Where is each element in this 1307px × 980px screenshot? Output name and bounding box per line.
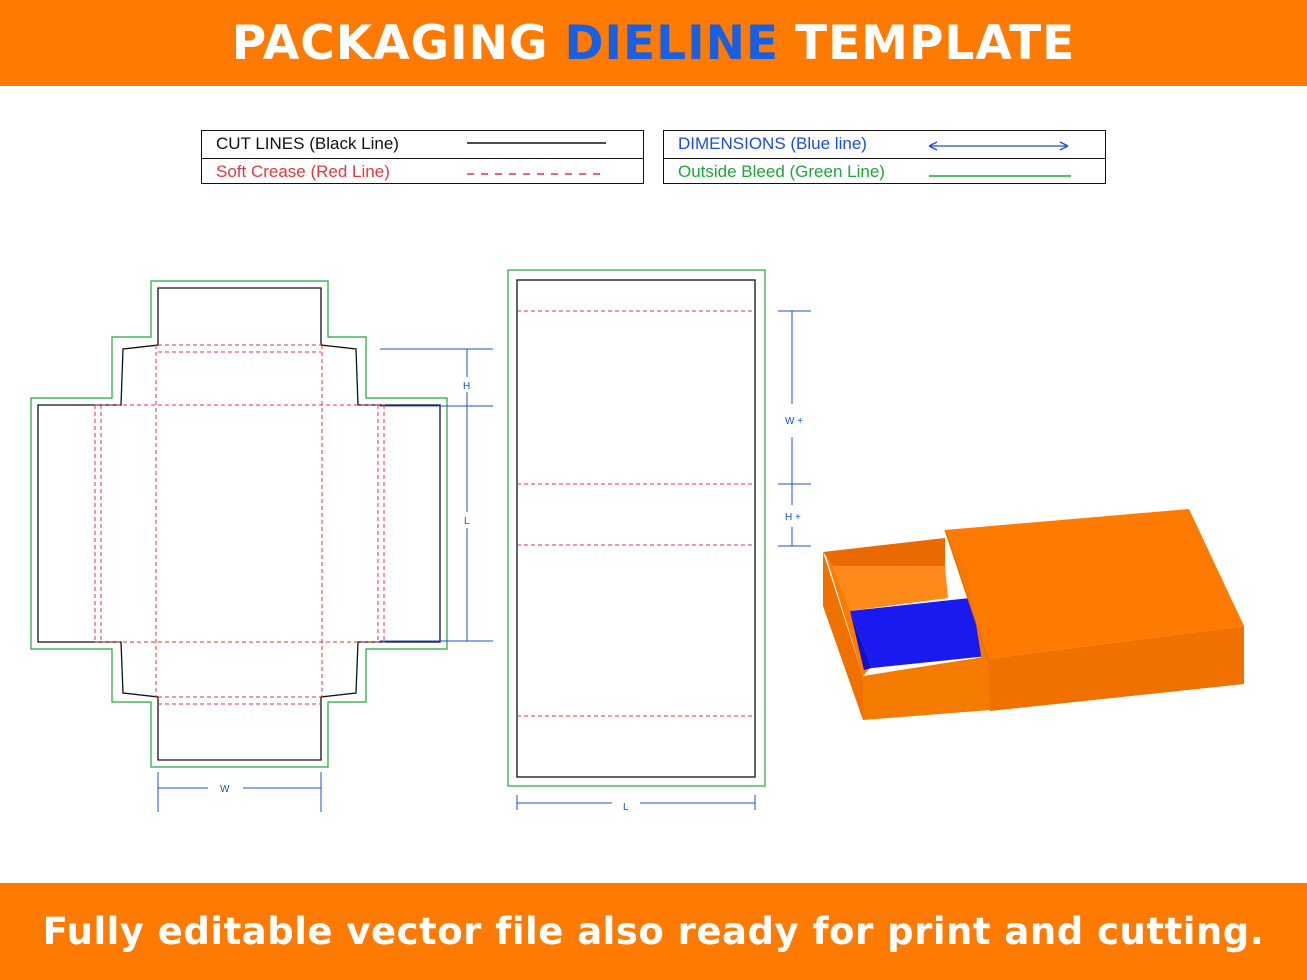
sleeve-cut-outline	[516, 279, 756, 778]
tray-wall-top	[833, 566, 948, 611]
legend-row-outside-bleed: Outside Bleed (Green Line)	[664, 158, 1105, 185]
box-mockup-3d	[823, 509, 1244, 720]
sleeve-dimensions	[516, 310, 811, 810]
legend-swatch-soft-crease	[467, 173, 606, 175]
sleeve-dieline	[507, 269, 766, 787]
tray-left-side	[823, 552, 863, 720]
legend-row-cut-lines: CUT LINES (Black Line)	[202, 131, 643, 158]
legend-swatch-cut-lines	[467, 142, 606, 144]
legend-swatch-dimensions	[928, 141, 1069, 151]
header-title-part1: PACKAGING	[231, 15, 549, 71]
footer-banner: Fully editable vector file also ready fo…	[0, 883, 1307, 980]
sleeve-front	[988, 626, 1244, 711]
sleeve-bleed-outline	[507, 269, 766, 787]
tray-height-label: H	[463, 381, 470, 392]
legend-label-soft-crease: Soft Crease (Red Line)	[216, 162, 390, 181]
sleeve-height-label: H +	[785, 512, 801, 523]
tray-front-wall	[863, 656, 990, 720]
sleeve-width-label: W +	[785, 416, 803, 427]
legend-box-right: DIMENSIONS (Blue line) Outside Bleed (Gr…	[663, 130, 1106, 184]
tray-inner-bottom-shade	[850, 611, 872, 670]
sleeve-top	[945, 509, 1244, 659]
legend-box-left: CUT LINES (Black Line) Soft Crease (Red …	[201, 130, 644, 184]
tray-cut-outline	[37, 287, 441, 761]
header-title-highlight: DIELINE	[564, 15, 780, 71]
footer-text: Fully editable vector file also ready fo…	[42, 910, 1265, 953]
sleeve-crease-lines	[517, 310, 755, 717]
legend-row-soft-crease: Soft Crease (Red Line)	[202, 158, 643, 185]
legend-label-outside-bleed: Outside Bleed (Green Line)	[678, 162, 885, 181]
tray-back-wall	[823, 538, 945, 566]
header-banner: PACKAGING DIELINE TEMPLATE	[0, 0, 1307, 86]
legend-swatch-outside-bleed	[929, 175, 1071, 177]
sleeve-length-label: L	[623, 802, 629, 813]
tray-width-label: W	[220, 784, 230, 795]
tray-length-label: L	[464, 516, 470, 527]
tray-dieline	[30, 280, 448, 768]
legend-label-cut-lines: CUT LINES (Black Line)	[216, 134, 399, 153]
tray-crease-lines	[94, 344, 385, 705]
legend-label-dimensions: DIMENSIONS (Blue line)	[678, 134, 867, 153]
header-title-part2: TEMPLATE	[795, 15, 1076, 71]
tray-bleed-outline	[30, 280, 448, 768]
tray-inner-bottom	[850, 598, 988, 668]
legend-row-dimensions: DIMENSIONS (Blue line)	[664, 131, 1105, 158]
tray-dimensions	[157, 348, 493, 812]
